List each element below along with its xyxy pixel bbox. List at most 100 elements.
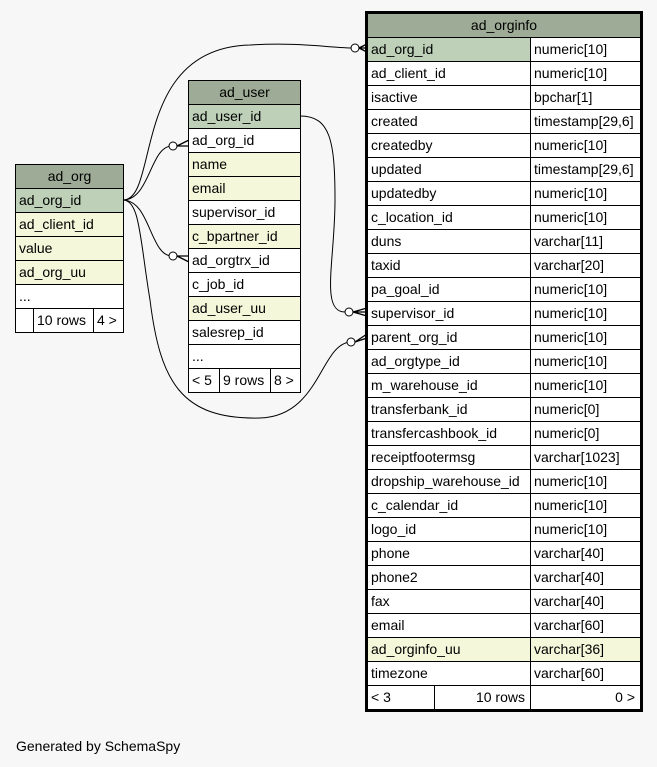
- column-type: timestamp[29,6]: [530, 158, 640, 181]
- column-name[interactable]: ad_client_id: [368, 62, 530, 85]
- column-ad-user-id[interactable]: ad_user_id: [189, 105, 300, 128]
- table-header-ad-user[interactable]: ad_user: [189, 81, 300, 105]
- column-name[interactable]: m_warehouse_id: [368, 374, 530, 397]
- column-ad-user-uu[interactable]: ad_user_uu: [189, 297, 300, 320]
- footer-prev-link[interactable]: [16, 309, 33, 332]
- column-name[interactable]: updatedby: [368, 182, 530, 205]
- column-name[interactable]: email: [368, 614, 530, 637]
- column-type: timestamp[29,6]: [530, 110, 640, 133]
- column-name[interactable]: supervisor_id: [368, 302, 530, 325]
- column-name[interactable]: name: [189, 153, 300, 176]
- column-type: numeric[0]: [530, 398, 640, 421]
- column-name[interactable]: created: [368, 110, 530, 133]
- column-name[interactable]: duns: [368, 230, 530, 253]
- column-name[interactable]: timezone: [368, 662, 530, 685]
- column-type: varchar[40]: [530, 542, 640, 565]
- column-name[interactable]: receiptfootermsg: [368, 446, 530, 469]
- footer-prev-link[interactable]: < 3: [368, 686, 434, 709]
- column-type: varchar[60]: [530, 614, 640, 637]
- column-name[interactable]: logo_id: [368, 518, 530, 541]
- column-email[interactable]: email: [189, 177, 300, 200]
- column-ad-client-id[interactable]: ad_client_id: [16, 213, 123, 236]
- column-name[interactable]: isactive: [368, 86, 530, 109]
- table-ad-org[interactable]: ad_org ad_org_id ad_client_id value ad_o…: [15, 164, 124, 333]
- column-name[interactable]: transfercashbook_id: [368, 422, 530, 445]
- table-footer-ad-org: 10 rows 4 >: [16, 309, 123, 332]
- footer-next-link[interactable]: 0 >: [530, 686, 640, 709]
- column-c-bpartner-id[interactable]: c_bpartner_id: [189, 225, 300, 248]
- edge-end-circle: [350, 43, 360, 53]
- column-name[interactable]: createdby: [368, 134, 530, 157]
- column-salesrep-id[interactable]: salesrep_id: [189, 321, 300, 344]
- column-type: numeric[10]: [530, 302, 640, 325]
- column-name[interactable]: taxid: [368, 254, 530, 277]
- column-name[interactable]: c_location_id: [368, 206, 530, 229]
- table-ad-user[interactable]: ad_user ad_user_id ad_org_id name email …: [188, 80, 301, 393]
- column-name[interactable]: updated: [368, 158, 530, 181]
- column-ellipsis: ...: [189, 345, 300, 368]
- edge-end-circle: [168, 141, 178, 151]
- footer-next-link[interactable]: 8 >: [270, 369, 300, 392]
- column-ad-orgtrx-id[interactable]: ad_orgtrx_id: [189, 249, 300, 272]
- column-name[interactable]: transferbank_id: [368, 398, 530, 421]
- table-header-ad-org[interactable]: ad_org: [16, 165, 123, 189]
- column-name[interactable]: phone2: [368, 566, 530, 589]
- column-type: numeric[10]: [530, 62, 640, 85]
- column-name[interactable]: ad_orgtype_id: [368, 350, 530, 373]
- column-ad-org-uu[interactable]: ad_org_uu: [16, 261, 123, 284]
- column-name[interactable]: c_calendar_id: [368, 494, 530, 517]
- column-name[interactable]: ad_org_id: [368, 38, 530, 61]
- column-type: numeric[10]: [530, 134, 640, 157]
- column-name[interactable]: ad_orginfo_uu: [368, 638, 530, 661]
- column-name[interactable]: phone: [368, 542, 530, 565]
- table-header-ad-orginfo[interactable]: ad_orginfo: [368, 14, 640, 38]
- column-type: numeric[10]: [530, 350, 640, 373]
- column-type: numeric[0]: [530, 422, 640, 445]
- column-supervisor-id[interactable]: supervisor_id: [189, 201, 300, 224]
- column-name[interactable]: parent_org_id: [368, 326, 530, 349]
- footer-row-count: 10 rows: [33, 309, 93, 332]
- column-type: numeric[10]: [530, 494, 640, 517]
- footer-next-link[interactable]: 4 >: [93, 309, 123, 332]
- footer-row-count: 10 rows: [434, 686, 530, 709]
- column-name[interactable]: fax: [368, 590, 530, 613]
- column-type: numeric[10]: [530, 518, 640, 541]
- column-value[interactable]: value: [16, 237, 123, 260]
- column-ad-org-id[interactable]: ad_org_id: [16, 189, 123, 212]
- column-name[interactable]: pa_goal_id: [368, 278, 530, 301]
- table-footer-ad-orginfo: < 3 10 rows 0 >: [368, 686, 640, 709]
- column-ad-org-id[interactable]: ad_org_id: [189, 129, 300, 152]
- column-name[interactable]: dropship_warehouse_id: [368, 470, 530, 493]
- edge-ad-org-to-user-ad-orgtrx-id: [122, 199, 173, 257]
- column-c-job-id[interactable]: c_job_id: [189, 273, 300, 296]
- footer-prev-link[interactable]: < 5: [189, 369, 219, 392]
